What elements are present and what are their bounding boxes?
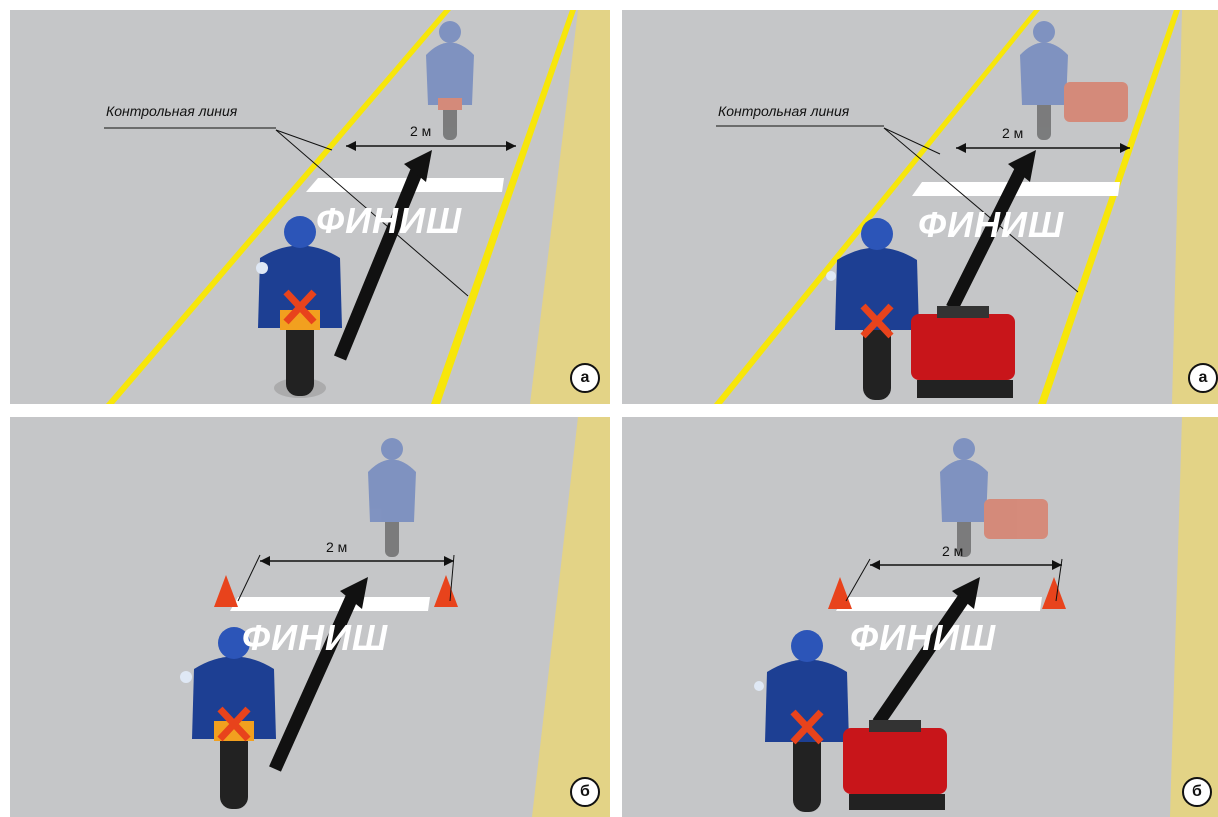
finish-marking: ФИНИШ <box>316 200 462 242</box>
distance-label: 2 м <box>1002 125 1023 141</box>
finish-marking: ФИНИШ <box>242 617 388 659</box>
finish-marking: ФИНИШ <box>850 617 996 659</box>
control-line-label: Контрольная линия <box>106 103 237 119</box>
distance-label: 2 м <box>942 543 963 559</box>
panel-sidecar-cones: 2 м ФИНИШ б <box>622 417 1218 817</box>
finish-marking: ФИНИШ <box>918 204 1064 246</box>
panel-letter-badge: а <box>1188 363 1218 393</box>
panel-letter-badge: б <box>1182 777 1212 807</box>
distance-label: 2 м <box>326 539 347 555</box>
panel-sidecar-control-line: Контрольная линия 2 м ФИНИШ а <box>622 10 1218 404</box>
scene-motorcycle-control-line <box>10 10 610 404</box>
distance-label: 2 м <box>410 123 431 139</box>
panel-letter-badge: б <box>570 777 600 807</box>
panel-motorcycle-cones: 2 м ФИНИШ б <box>10 417 610 817</box>
panel-motorcycle-control-line: Контрольная линия 2 м ФИНИШ а <box>10 10 610 404</box>
panel-letter-badge: а <box>570 363 600 393</box>
control-line-label: Контрольная линия <box>718 103 849 119</box>
